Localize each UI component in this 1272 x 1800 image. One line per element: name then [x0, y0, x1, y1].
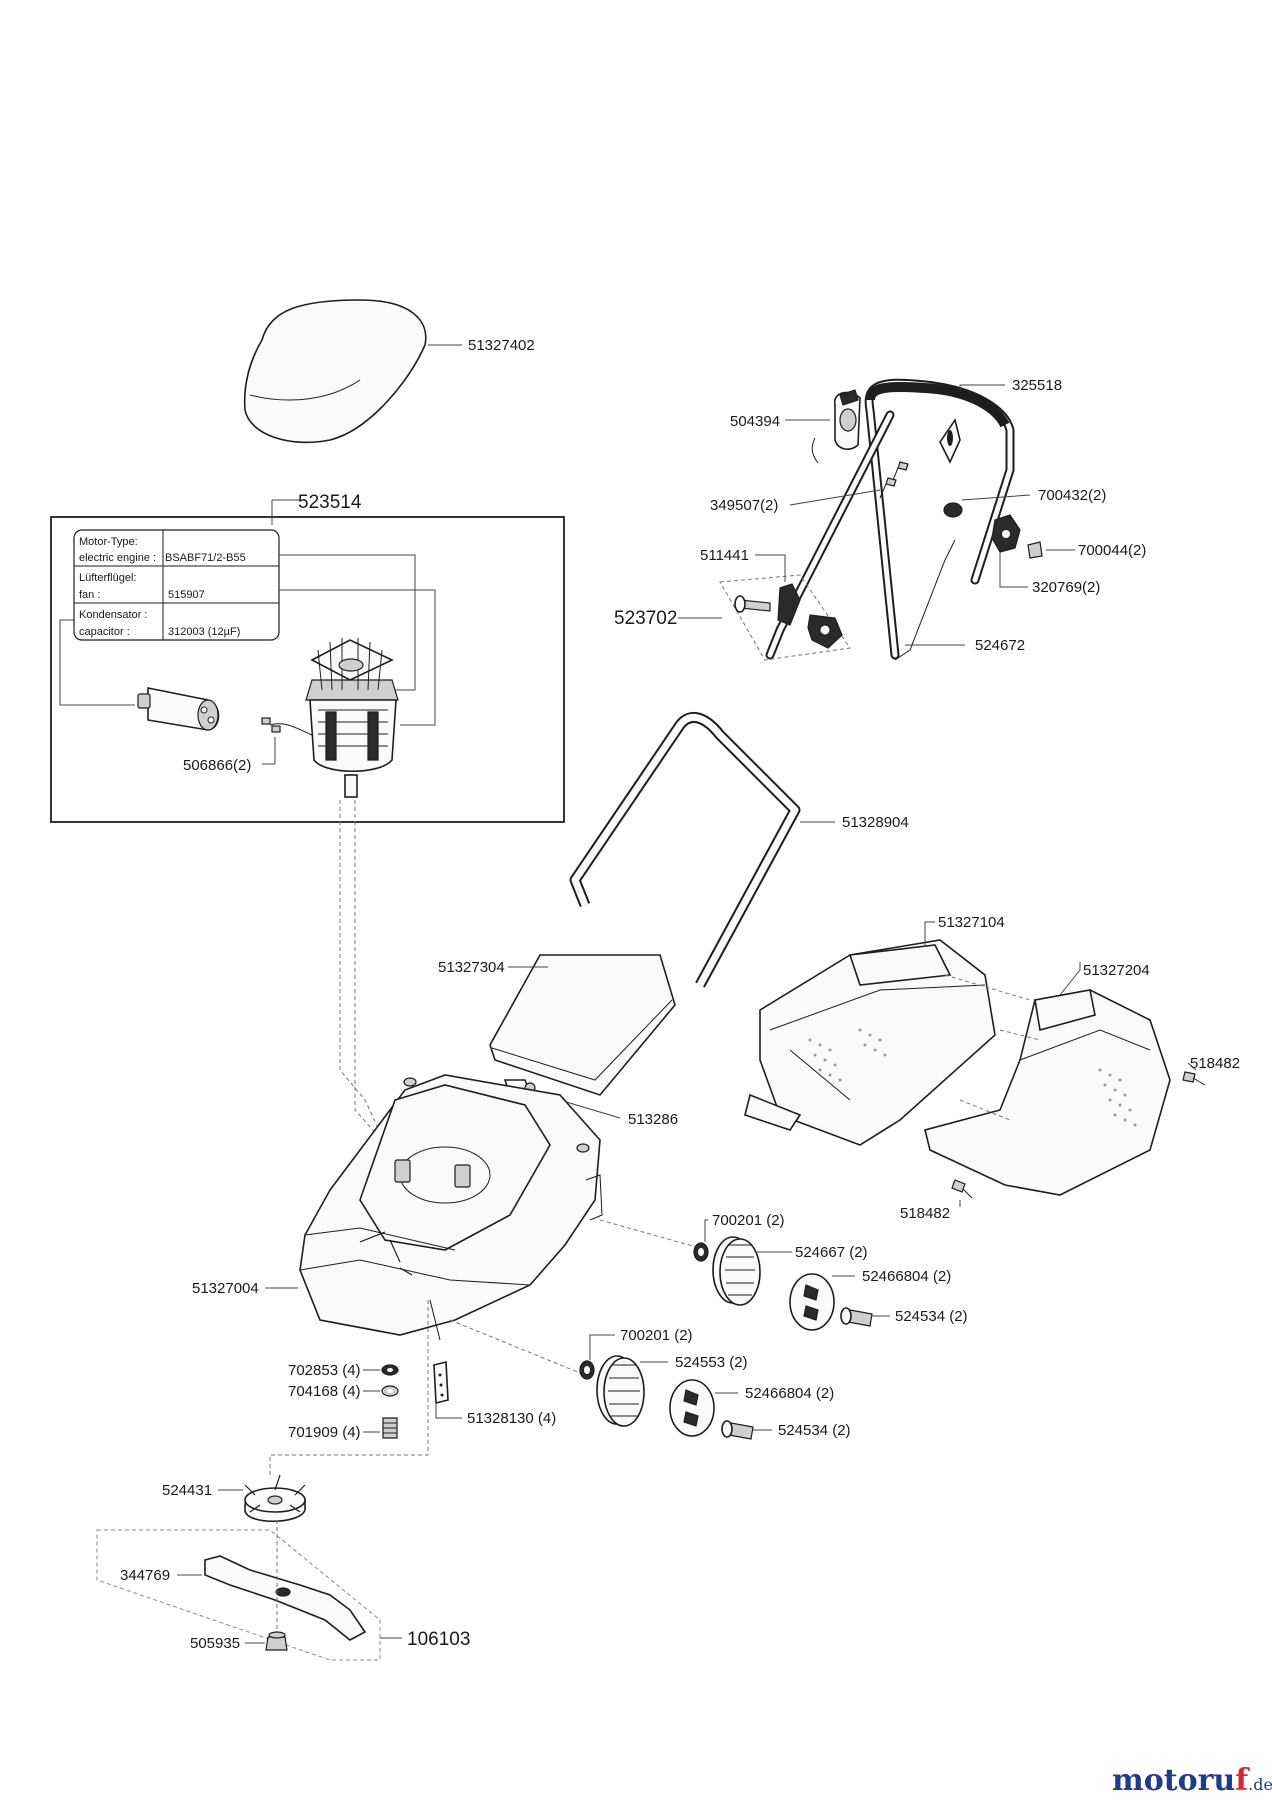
svg-text:motoruf.de: motoruf.de	[1112, 1763, 1272, 1798]
label-524672: 524672	[975, 637, 1025, 654]
table-capacitor-key-de: Kondensator :	[79, 609, 148, 621]
label-106103: 106103	[407, 1629, 470, 1650]
label-523514: 523514	[298, 492, 362, 513]
motoruf-watermark: motoruf.de	[1112, 1763, 1272, 1798]
upper-handle-325518	[864, 378, 1015, 660]
capacitor-part	[137, 687, 220, 731]
nut-700432	[943, 494, 1031, 518]
label-506866: 506866(2)	[183, 757, 251, 774]
label-51328130: 51328130 (4)	[467, 1410, 556, 1427]
label-524667: 524667 (2)	[795, 1244, 868, 1261]
label-349507: 349507(2)	[710, 497, 778, 514]
label-524534-front: 524534 (2)	[778, 1422, 851, 1439]
label-51327204: 51327204	[1083, 962, 1150, 979]
label-524553: 524553 (2)	[675, 1354, 748, 1371]
label-524534-rear: 524534 (2)	[895, 1308, 968, 1325]
label-524431: 524431	[162, 1482, 212, 1499]
table-fan-key-de: Lüfterflügel:	[79, 572, 136, 584]
flap-51327304	[489, 954, 676, 1096]
label-702853: 702853 (4)	[288, 1362, 361, 1379]
electric-motor-part	[261, 638, 399, 798]
label-325518: 325518	[1012, 377, 1062, 394]
watermark-brand-main: motoru	[1112, 1763, 1235, 1798]
label-51327004: 51327004	[192, 1280, 259, 1297]
knob-320769-and-bolt-700044	[991, 514, 1075, 588]
label-51328904: 51328904	[842, 814, 909, 831]
catcher-lid-51327402	[243, 299, 462, 444]
rear-wheel-assembly	[693, 1219, 890, 1331]
label-701909: 701909 (4)	[288, 1424, 361, 1441]
screw-349507	[789, 461, 909, 506]
label-700201-front: 700201 (2)	[620, 1327, 693, 1344]
blade-set-106103	[96, 1520, 402, 1661]
table-electric-engine-key: electric engine :	[79, 552, 156, 564]
label-511441: 511441	[700, 547, 749, 564]
front-wheel-assembly	[579, 1334, 772, 1440]
label-52466804-front: 52466804 (2)	[745, 1385, 834, 1402]
motor-detail-box	[50, 499, 565, 823]
cable-clip-504394	[785, 389, 861, 464]
label-518482-lower: 518482	[900, 1205, 950, 1222]
label-700201-rear: 700201 (2)	[712, 1212, 785, 1229]
label-704168: 704168 (4)	[288, 1383, 361, 1400]
lower-handle-524672	[765, 410, 965, 661]
screw-518482-upper	[1182, 1062, 1206, 1086]
catcher-bag-51327204	[924, 962, 1171, 1196]
label-700432: 700432(2)	[1038, 487, 1106, 504]
fan-524431	[218, 1474, 306, 1523]
watermark-tld: .de	[1248, 1775, 1272, 1794]
washers-and-studs	[269, 1300, 462, 1475]
mower-deck-51327004	[265, 1074, 603, 1341]
label-344769: 344769	[120, 1567, 170, 1584]
label-51327402: 51327402	[468, 337, 535, 354]
label-513286: 513286	[628, 1111, 678, 1128]
screw-518482-lower	[951, 1179, 973, 1207]
table-capacitor-value: 312003 (12µF)	[168, 626, 240, 638]
push-bar-51328904	[569, 711, 835, 988]
handle-clamp-set-523702	[678, 554, 851, 661]
label-51327304: 51327304	[438, 959, 505, 976]
table-fan-value: 515907	[168, 589, 205, 601]
label-320769: 320769(2)	[1032, 579, 1100, 596]
table-capacitor-key-en: capacitor :	[79, 626, 130, 638]
label-52466804-rear: 52466804 (2)	[862, 1268, 951, 1285]
label-523702: 523702	[614, 608, 677, 629]
label-51327104: 51327104	[938, 914, 1005, 931]
catcher-frame-51327104	[744, 921, 996, 1146]
table-fan-key-en: fan :	[79, 589, 100, 601]
watermark-brand-accent: f	[1235, 1763, 1250, 1798]
label-518482-upper: 518482	[1190, 1055, 1240, 1072]
label-700044: 700044(2)	[1078, 542, 1146, 559]
label-505935: 505935	[190, 1635, 240, 1652]
table-motor-type-key: Motor-Type:	[79, 536, 138, 548]
label-504394: 504394	[730, 413, 780, 430]
table-motor-type-value: BSABF71/2-B55	[165, 552, 246, 564]
